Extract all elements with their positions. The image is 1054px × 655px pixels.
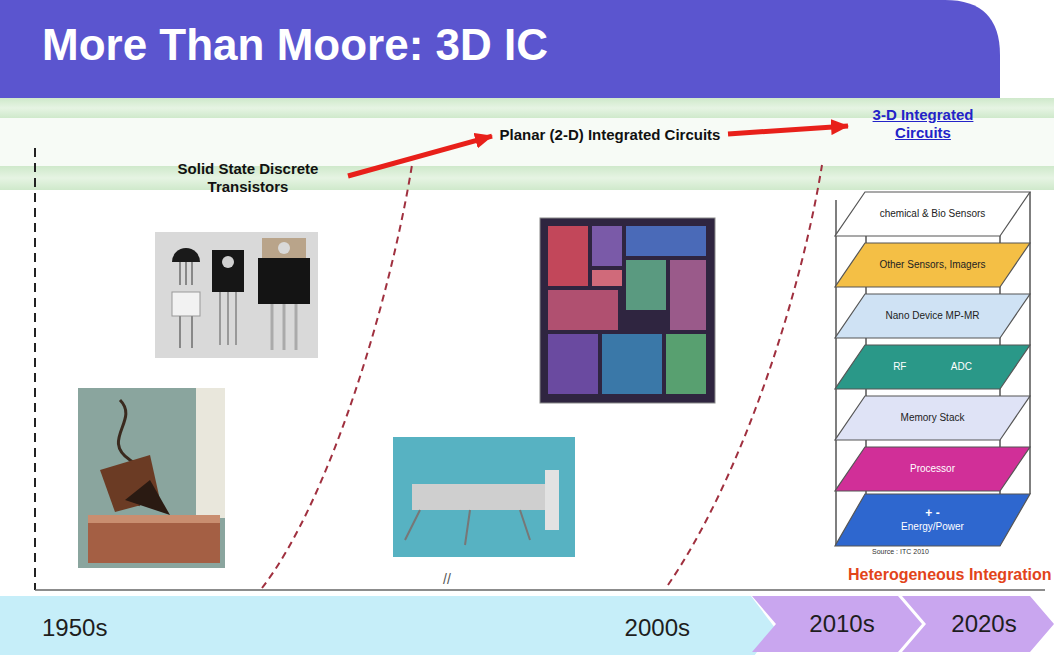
timeline-band: 1950s 2000s (0, 596, 775, 655)
timeline-chevron: 2020s (902, 596, 1054, 652)
layer-face (835, 243, 1030, 287)
layer-label: + - (925, 507, 939, 521)
stack-layer: Other Sensors, Imagers (835, 243, 1030, 287)
stage-title: 3-D Integrated Circuits (852, 106, 994, 142)
layer-face (835, 494, 1030, 546)
stack-layer: Nano Device MP-MR (835, 294, 1030, 338)
stage-title: Planar (2-D) Integrated Circuits (496, 126, 724, 144)
layer-label: ADC (951, 361, 972, 373)
era-label: 1950s (42, 614, 107, 642)
integration-note: Heterogeneous Integration (848, 566, 1052, 584)
first-transistor-photo (78, 388, 225, 568)
layer-face (835, 447, 1030, 491)
layer-face (835, 396, 1030, 440)
stack-layer: + -Energy/Power (835, 494, 1030, 546)
title-banner (0, 0, 1000, 98)
layer-label: Nano Device MP-MR (886, 310, 980, 322)
stage-title: Solid State Discrete Transistors (152, 160, 344, 196)
green-stripe (0, 166, 1054, 190)
chevron-face (752, 596, 922, 652)
stack-layer: RF ADC (835, 345, 1030, 389)
layer-label: Energy/Power (901, 521, 964, 533)
slide-title: More Than Moore: 3D IC (42, 20, 548, 70)
first-ic-photo (393, 437, 575, 557)
stage-heading: Planar (2-D) Integrated Circuits (492, 124, 728, 146)
layer-label: Memory Stack (901, 412, 965, 424)
layer-face (835, 192, 1030, 236)
chevron-face (0, 596, 775, 655)
stack-layer: Memory Stack (835, 396, 1030, 440)
base-axis (35, 589, 1045, 591)
transistor-photo (155, 232, 318, 358)
progress-arrow (728, 126, 848, 134)
era-label: 2010s (809, 610, 874, 638)
layer-shape (835, 345, 1030, 389)
source-note: Source : ITC 2010 (872, 548, 929, 555)
stack-layer: Processor (835, 447, 1030, 491)
layer-label: RF (893, 361, 906, 373)
chevron-face (902, 596, 1054, 652)
stack-layer: chemical & Bio Sensors (835, 192, 1030, 236)
layer-label: Other Sensors, Imagers (879, 259, 985, 271)
era-label: 2000s (625, 614, 690, 642)
progress-arrow (348, 136, 492, 176)
era-label: 2020s (951, 610, 1016, 638)
layer-face (835, 294, 1030, 338)
stage-heading: Solid State Discrete Transistors (148, 158, 348, 198)
planar-chip-photo (540, 218, 715, 403)
axis-break: // (443, 571, 451, 587)
layer-face (835, 345, 1030, 389)
time-axis (34, 148, 36, 590)
stack-posts (836, 192, 1030, 546)
layer-label: chemical & Bio Sensors (880, 208, 986, 220)
layer-label: Processor (910, 463, 955, 475)
era-divider (262, 165, 412, 588)
timeline-chevron: 2010s (752, 596, 922, 652)
stage-heading: 3-D Integrated Circuits (848, 104, 998, 144)
